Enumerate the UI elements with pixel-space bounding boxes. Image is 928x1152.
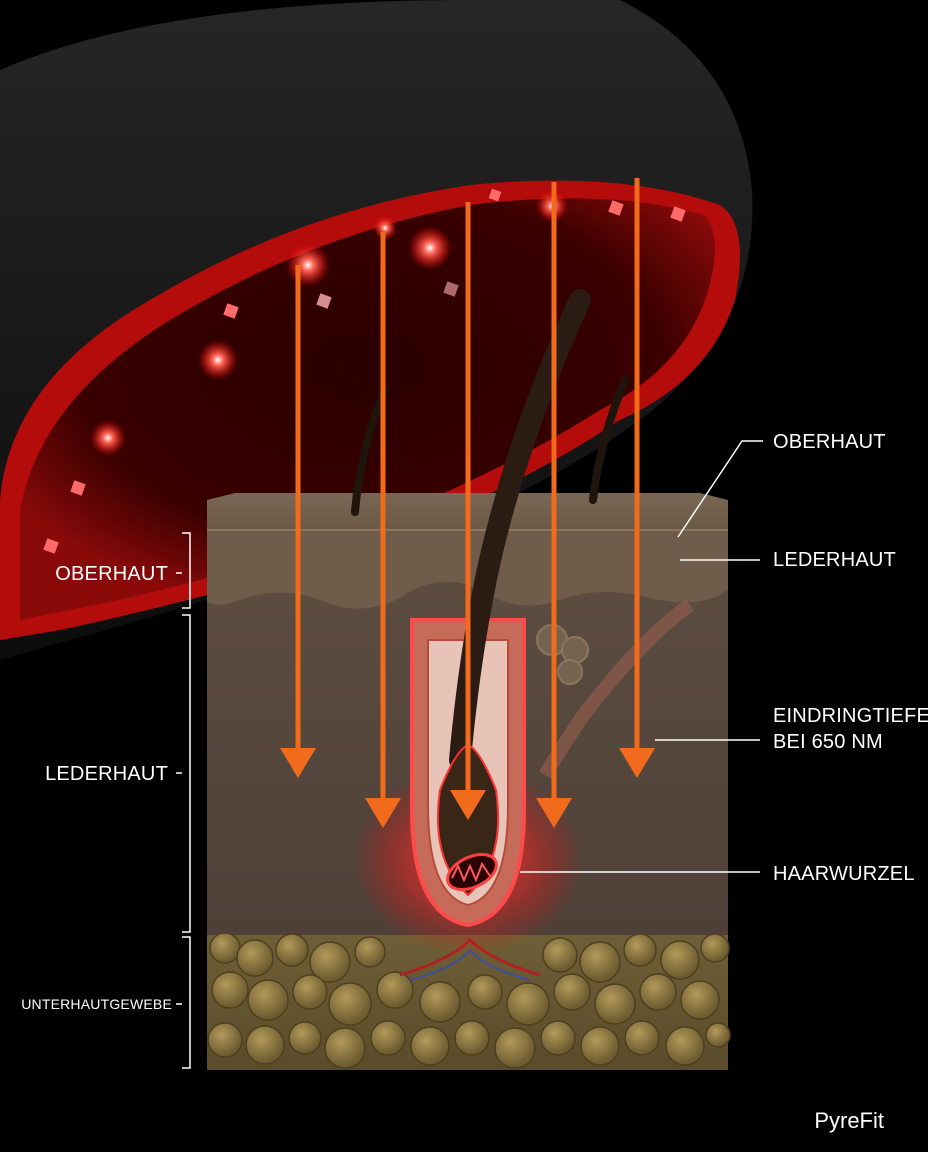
sebaceous-gland (536, 624, 589, 685)
label-right-dermis: LEDERHAUT (773, 549, 896, 571)
label-right-epidermis: OBERHAUT (773, 431, 886, 453)
led-lights (43, 188, 686, 554)
label-right-penetration-depth: EINDRINGTIEFE BEI 650 NM (773, 703, 928, 755)
label-left-epidermis: OBERHAUT (55, 563, 168, 585)
label-penetration-line1: EINDRINGTIEFE (773, 705, 928, 727)
label-penetration-line2: BEI 650 NM (773, 731, 883, 753)
right-leader-lines (520, 440, 763, 873)
fat-cells (207, 932, 731, 1069)
mitochondrion-icon (446, 853, 498, 891)
light-arrow-icon (280, 265, 316, 778)
label-left-subcutis: UNTERHAUTGEWEBE (21, 996, 172, 1012)
label-right-hair-root: HAARWURZEL (773, 863, 915, 885)
label-left-dermis: LEDERHAUT (45, 763, 168, 785)
light-arrows (280, 178, 655, 828)
brand-logo: PyreFit (814, 1108, 884, 1133)
led-light-icon (90, 190, 568, 456)
left-brackets (176, 532, 191, 1069)
